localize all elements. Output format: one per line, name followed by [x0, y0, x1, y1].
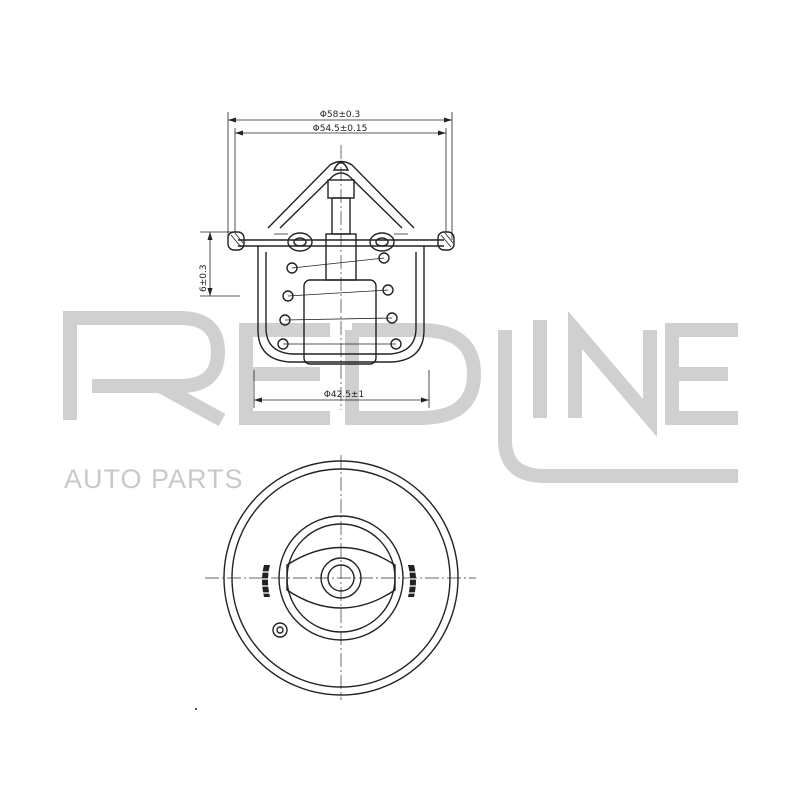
- body-diameter-label: Φ42.5±1: [324, 390, 364, 400]
- top-view: [195, 455, 476, 710]
- redline-logo-watermark: [63, 310, 738, 483]
- flange-diameter-label: Φ54.5±0.15: [313, 124, 368, 134]
- outer-diameter-label: Φ58±0.3: [320, 110, 360, 120]
- side-view: Φ58±0.3 Φ54.5±0.15 6±0.3 Φ42.5±1: [199, 110, 455, 410]
- spring-coils: [277, 252, 402, 350]
- hatched-patches: [262, 565, 416, 597]
- flange-height-label: 6±0.3: [199, 264, 209, 292]
- watermark-subtitle: AUTO PARTS: [64, 464, 244, 494]
